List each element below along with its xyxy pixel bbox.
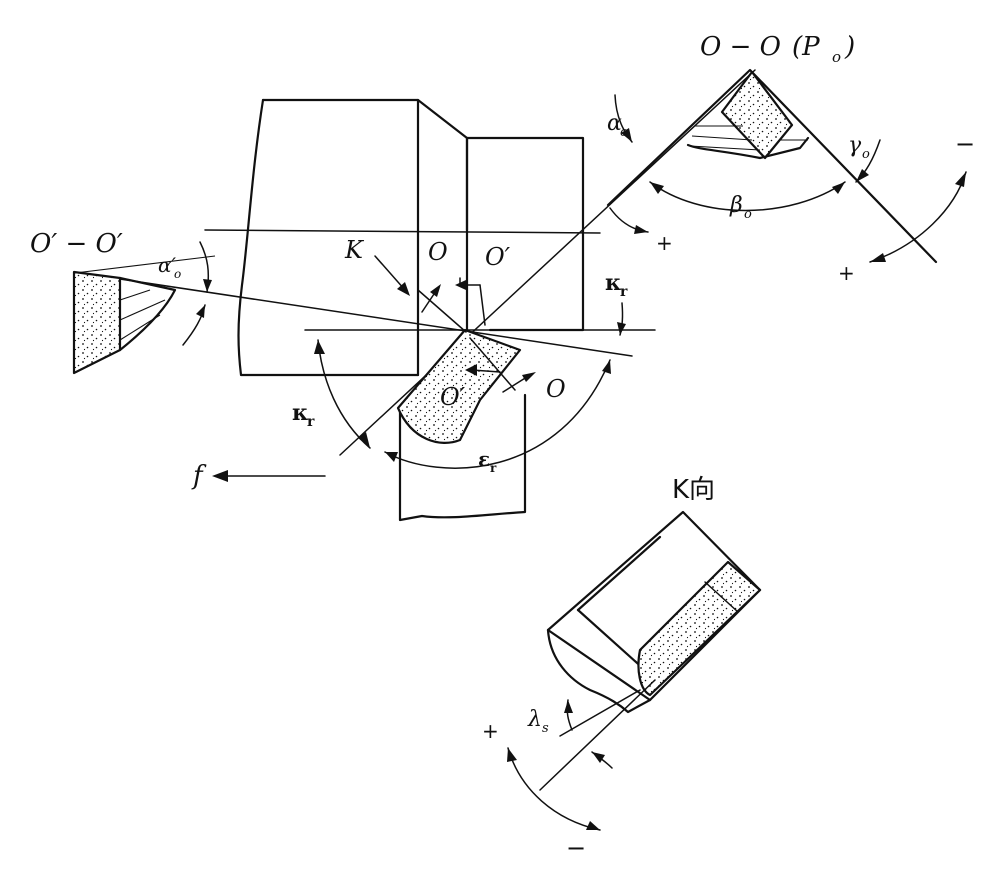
text-labels: O − O (P o ) O′ − O′ α o γ o β o α′ o K … [30,32,975,862]
section-oo-insert [720,70,794,160]
horizontal-reference-line [204,229,601,234]
gamma-o-sub: o [862,147,870,162]
main-tool [396,289,527,522]
k-view-label: K向 [672,475,715,505]
tool-shank [398,393,527,522]
epsilon-r-sub: r [490,461,497,475]
section-oo [606,68,967,264]
workpiece [237,98,585,377]
kappa-r-right-sub: r [620,284,628,300]
kappa-r-left-label: κ [292,400,309,426]
section-oo-plane: (P [792,32,820,62]
point-o-top-label: O [428,238,448,266]
section-o1o1-title: O′ − O′ [30,229,123,259]
beta-o-label: β [729,193,743,218]
oo-sign-arc [869,171,967,263]
epsilon-r-label: ε [478,447,490,471]
epsilon-r-arc [384,359,611,469]
section-oo-plane-close: ) [844,32,855,62]
alpha-o-label: α [607,111,622,136]
section-o1o1-insert [72,270,122,375]
k-view [507,510,762,831]
k-view-insert [637,560,762,697]
lambda-s-sub: s [542,721,549,736]
sign-plus-top: + [656,231,673,255]
point-o-bottom-label: O [546,375,566,403]
alpha-o-prime-sub: o [174,267,181,281]
kappa-r-left-sub: r [307,414,315,430]
beta-o-sub: o [744,207,752,222]
point-k-label: K [344,236,365,264]
pointer-arrows [212,255,536,482]
sign-plus-bottom: + [482,719,499,743]
lambda-s-label: λ [527,707,542,732]
sign-minus-right: − [955,130,975,158]
kappa-r-right-label: κ [605,270,622,296]
section-o1o1 [72,241,216,375]
insert-inner-edge [469,337,516,391]
main-cutting-edge-line [339,69,756,456]
section-oo-outline [606,68,938,264]
alpha-o-prime-label: α′ [158,253,177,277]
gamma-o-label: γ [848,133,862,158]
lambda-s-line [539,679,656,791]
section-oo-title: O − O [700,32,781,62]
feed-f-label: f [191,461,207,491]
beta-arc [649,181,846,212]
section-oo-plane-sub: o [832,48,841,66]
sign-plus-right: + [838,261,855,285]
k-sign-arc [507,747,601,831]
minor-cutting-edge-line [99,275,633,357]
kappa-r-left-arc [317,339,371,449]
point-o-prime-bottom-label: O′ [440,383,466,411]
reference-lines [99,69,756,456]
main-tool-angles [314,302,626,469]
sign-minus-bottom: − [566,834,586,862]
alpha-o-sub: o [620,125,628,140]
tool-insert [396,328,522,444]
point-o-prime-top-label: O′ [485,243,511,271]
